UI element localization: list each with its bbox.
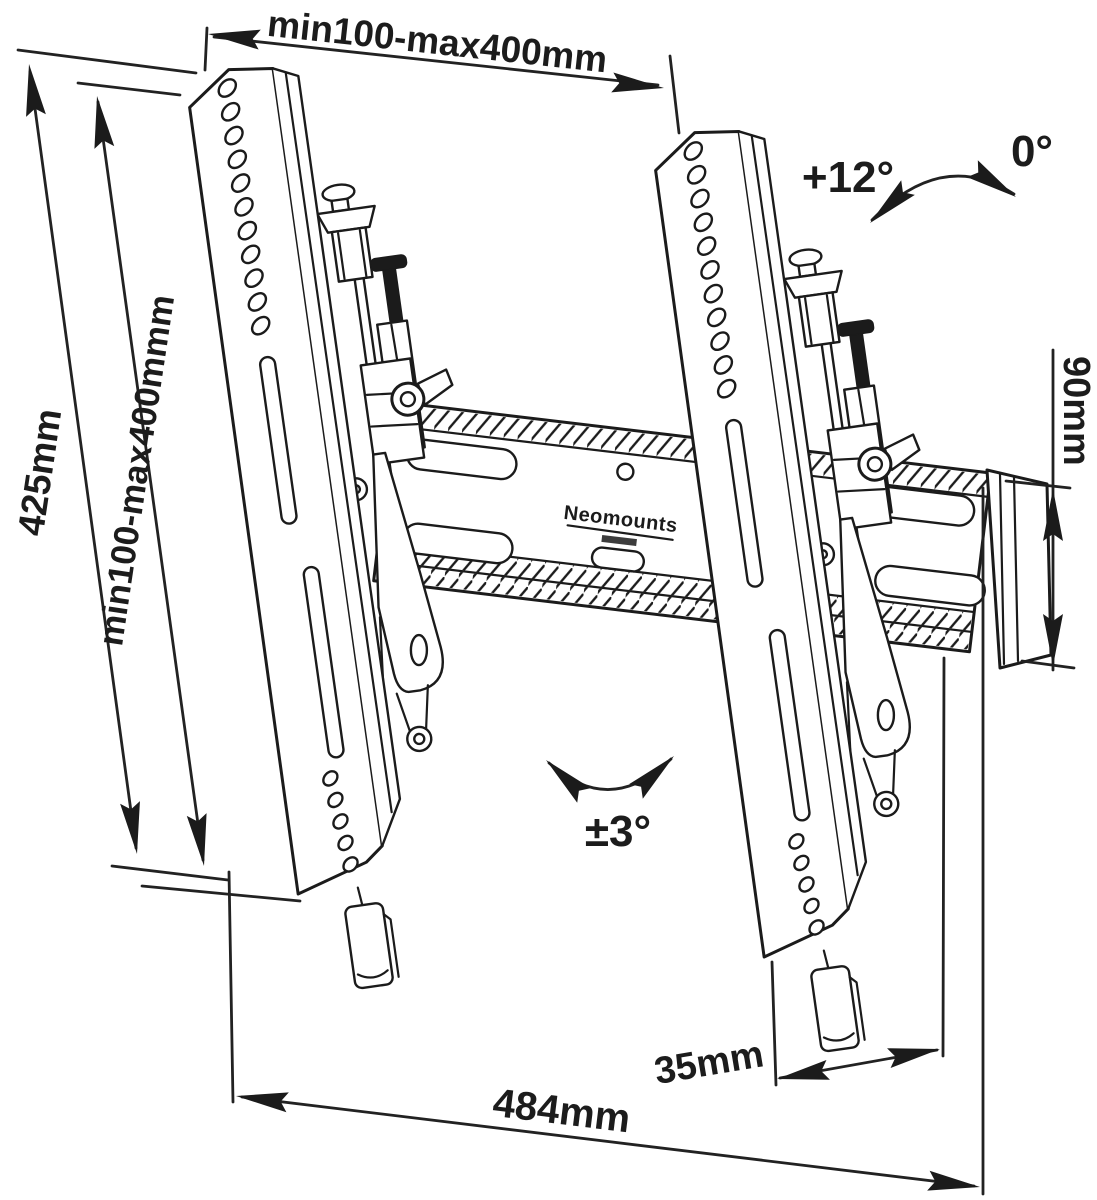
swivel-angle-annotation: ±3°: [539, 748, 681, 856]
rail-height-label: 90mm: [1055, 356, 1097, 466]
left-pull-tab: [340, 882, 401, 991]
rail-slot: [874, 564, 986, 607]
tilt-angle-annotation: +12° 0°: [802, 127, 1053, 231]
dimension-rail-width-484: 484mm: [227, 486, 985, 1197]
bottom-offset-label: 35mm: [651, 1033, 766, 1093]
rail-width-label: 484mm: [490, 1081, 632, 1141]
rail-screw-hole: [616, 462, 635, 481]
tilt-max-label: +12°: [802, 153, 894, 202]
right-pull-tab: [806, 945, 867, 1054]
height-range-label: min100-max400mmm: [91, 292, 182, 648]
rail-end-cap: [985, 468, 1053, 670]
tilt-zero-label: 0°: [1011, 127, 1053, 176]
rail-slot-small: [590, 546, 646, 573]
top-width-label: min100-max400mm: [265, 3, 609, 81]
swivel-range-label: ±3°: [585, 807, 651, 856]
dimension-top-width: min100-max400mm: [16, 3, 681, 135]
dimension-rail-height-90: 90mm: [1004, 348, 1097, 672]
height-label: 425mm: [10, 406, 69, 538]
